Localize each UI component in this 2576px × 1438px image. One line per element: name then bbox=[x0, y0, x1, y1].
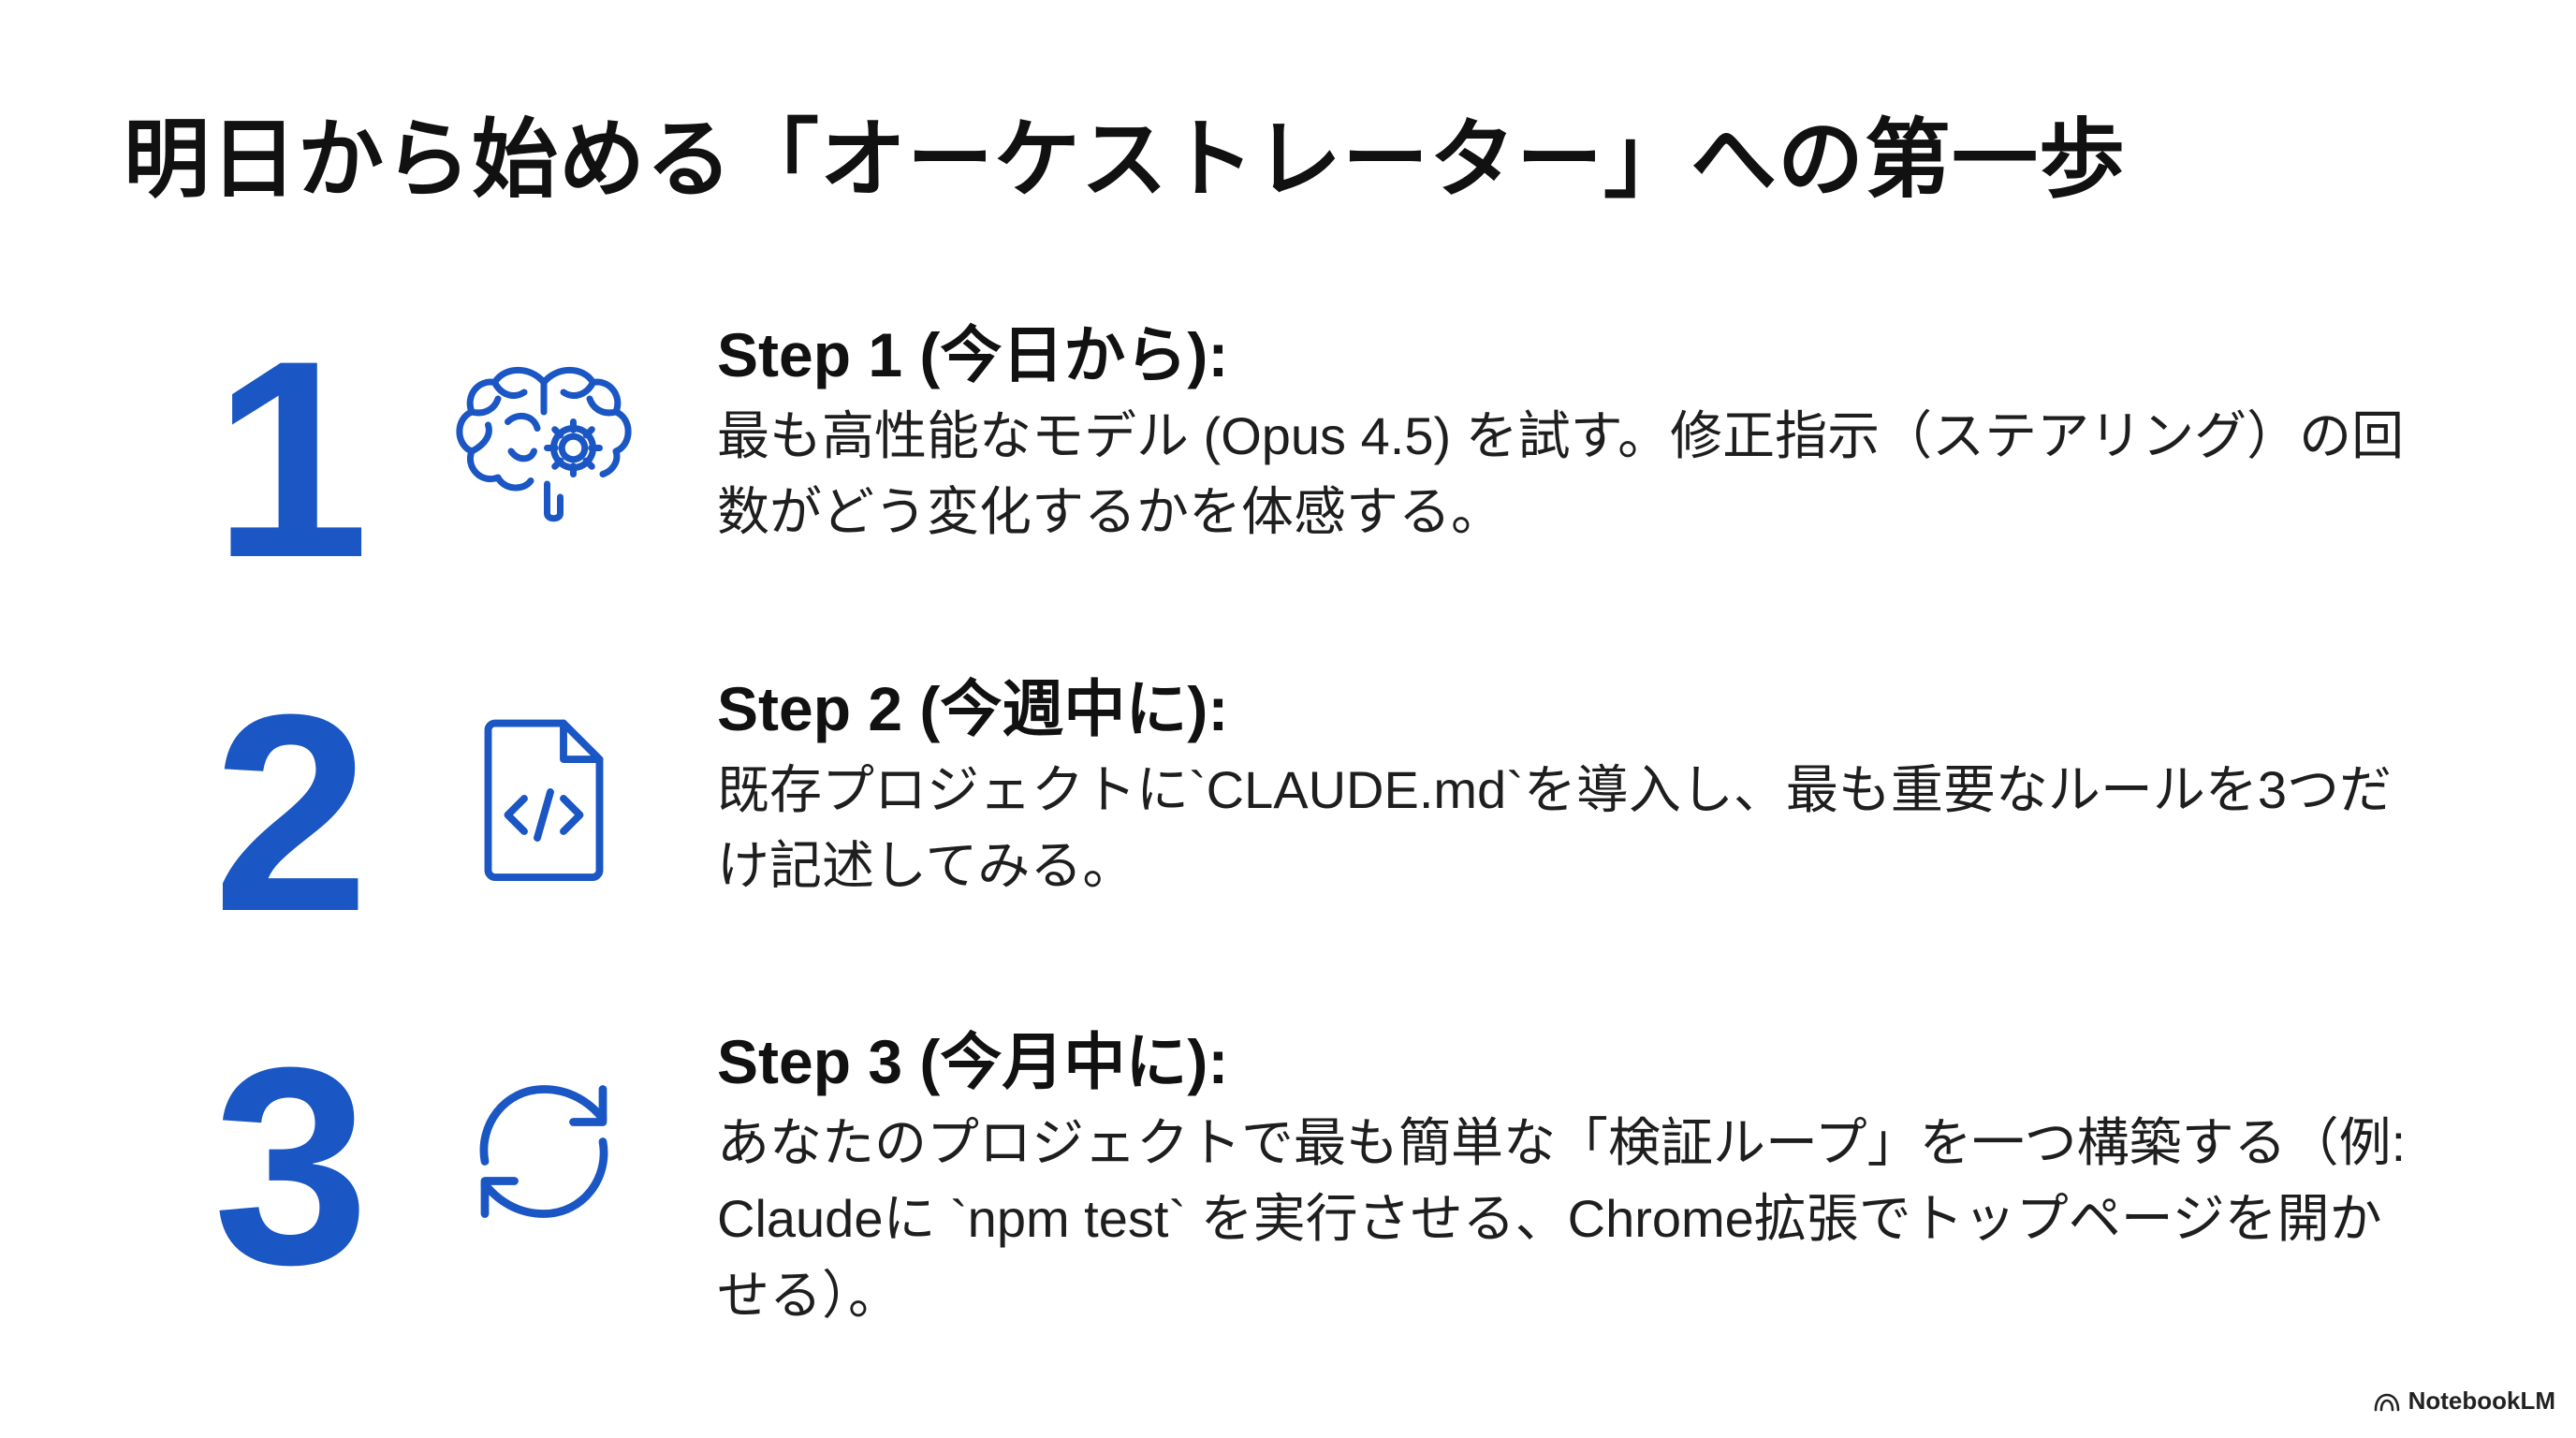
step-heading: Step 2 (今週中に): bbox=[717, 674, 1229, 743]
step-number: 3 bbox=[212, 1008, 370, 1323]
slide-title: 明日から始める「オーケストレーター」への第一歩 bbox=[124, 110, 2127, 210]
notebooklm-logo-icon bbox=[2374, 1393, 2399, 1411]
step-number: 2 bbox=[212, 655, 370, 970]
step-text: Step 2 (今週中に): 既存プロジェクトに`CLAUDE.md`を導入し、… bbox=[717, 672, 2430, 904]
step-text: Step 3 (今月中に): あなたのプロジェクトで最も簡単な「検証ループ」を一… bbox=[717, 1025, 2430, 1333]
step-heading: Step 3 (今月中に): bbox=[717, 1027, 1229, 1096]
step-description: 最も高性能なモデル (Opus 4.5) を試す。修正指示（ステアリング）の回数… bbox=[717, 406, 2405, 542]
step-description: 既存プロジェクトに`CLAUDE.md`を導入し、最も重要なルールを3つだけ記述… bbox=[717, 760, 2392, 896]
brain-gear-icon bbox=[446, 346, 642, 543]
step-text: Step 1 (今日から): 最も高性能なモデル (Opus 4.5) を試す。… bbox=[717, 318, 2430, 550]
step-heading: Step 1 (今日から): bbox=[717, 320, 1229, 389]
step-description: あなたのプロジェクトで最も簡単な「検証ループ」を一つ構築する（例: Claude… bbox=[717, 1113, 2407, 1325]
code-file-icon bbox=[446, 700, 642, 897]
step-number: 1 bbox=[212, 301, 370, 616]
notebooklm-watermark: NotebookLM bbox=[2373, 1387, 2555, 1416]
footer-brand: NotebookLM bbox=[2408, 1387, 2555, 1415]
refresh-cycle-icon bbox=[446, 1053, 642, 1250]
